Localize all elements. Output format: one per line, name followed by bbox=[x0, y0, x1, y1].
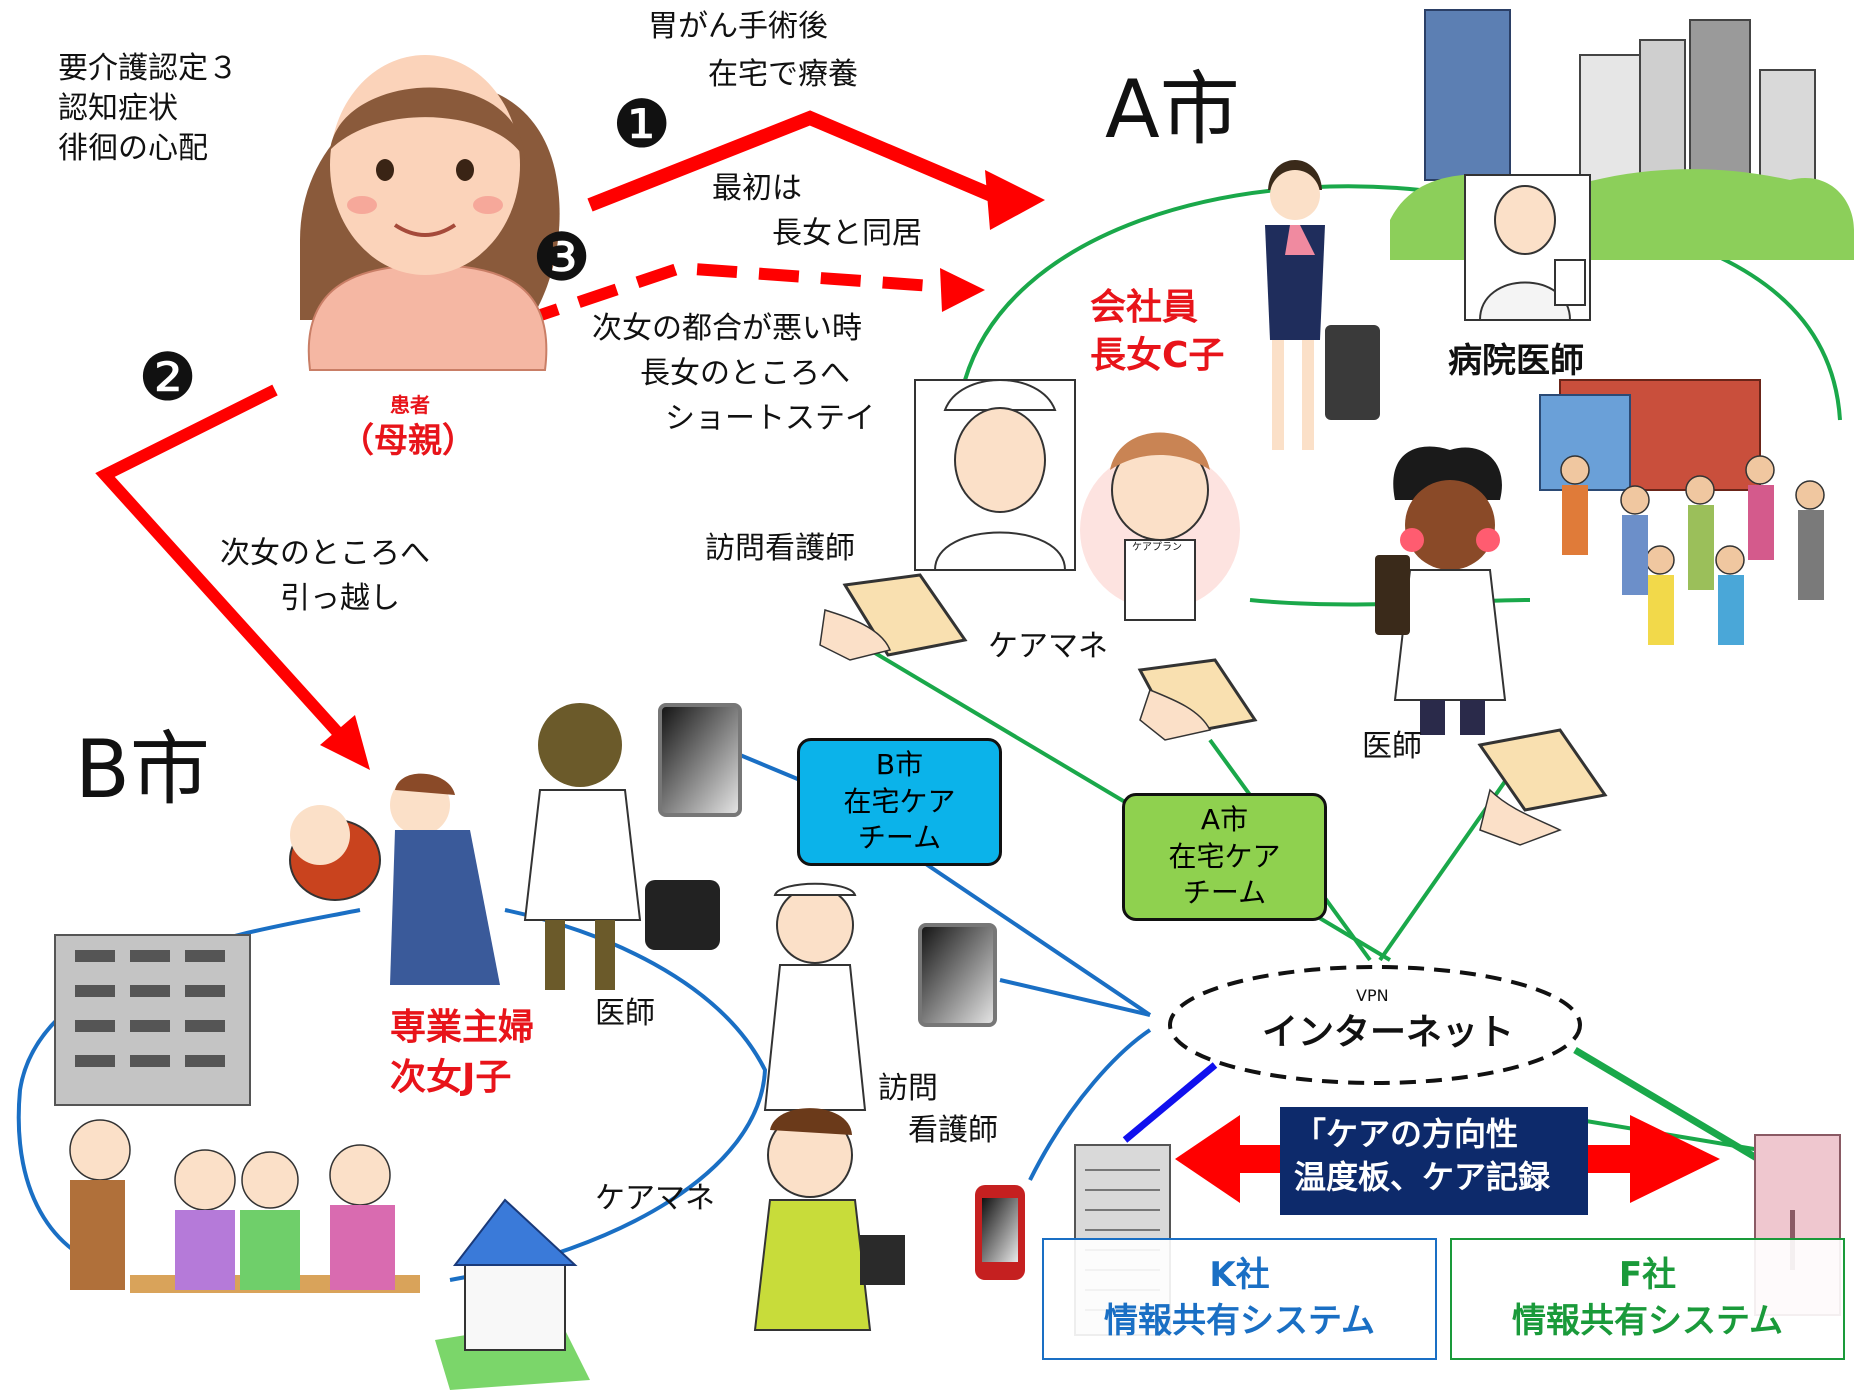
route-3-line-3: ショートステイ bbox=[665, 401, 875, 436]
a-team-line-2: 在宅ケア bbox=[1168, 839, 1281, 873]
b-city-care-manager-illustration bbox=[753, 1108, 905, 1331]
b-city-smartphone-illustration bbox=[975, 1185, 1025, 1280]
patient-label-small: 患者 bbox=[390, 393, 430, 417]
b-city-doctor-illustration bbox=[523, 703, 742, 990]
a-city-tablet-2-illustration bbox=[1137, 658, 1258, 741]
hospital-doctor-illustration bbox=[1464, 174, 1591, 321]
route-1-below-line-2: 長女と同居 bbox=[712, 216, 922, 251]
k-company-system-box: K社 情報共有システム bbox=[1042, 1238, 1437, 1360]
route-1-badge: ❶ bbox=[612, 86, 672, 163]
b-team-line-3: チーム bbox=[857, 821, 942, 855]
a-city-tablet-1-illustration bbox=[819, 573, 968, 661]
b-city-visiting-nurse-line-2: 看護師 bbox=[878, 1113, 998, 1148]
f-company-system-box: F社 情報共有システム bbox=[1450, 1238, 1845, 1360]
b-city-title: B市 bbox=[75, 723, 210, 816]
route-1-top-line-2: 在宅で療養 bbox=[648, 57, 858, 92]
b-city-visiting-nurse-illustration bbox=[763, 882, 997, 1111]
shared-information-box: 「ケアの方向性 温度板、ケア記録 bbox=[1280, 1107, 1588, 1215]
a-team-line-1: A市 bbox=[1200, 803, 1249, 837]
b-city-house-illustration bbox=[435, 1198, 590, 1390]
route-1-below-line-1: 最初は bbox=[712, 171, 802, 206]
a-city-skyline-illustration bbox=[1390, 9, 1854, 260]
patient-status-line-2: 認知症状 bbox=[58, 91, 178, 126]
route-3-badge: ❸ bbox=[532, 219, 592, 296]
a-city-title: A市 bbox=[1105, 63, 1240, 156]
patient-mother-illustration bbox=[300, 55, 560, 371]
a-city-eldest-daughter-illustration bbox=[1265, 160, 1380, 450]
route-2-line-1: 次女のところへ bbox=[220, 536, 430, 571]
a-city-care-manager-label: ケアマネ bbox=[988, 629, 1108, 664]
route-1-top-line-1: 胃がん手術後 bbox=[648, 9, 828, 44]
a-city-home-care-team-box: A市 在宅ケア チーム bbox=[1122, 793, 1327, 921]
b-city-home-care-team-box: B市 在宅ケア チーム bbox=[797, 738, 1002, 866]
route-3-line-1: 次女の都合が悪い時 bbox=[592, 311, 862, 346]
a-city-visiting-nurse-label: 訪問看護師 bbox=[705, 531, 855, 566]
a-city-doctor-label: 医師 bbox=[1362, 729, 1422, 764]
a-city-doctor-illustration bbox=[1375, 446, 1507, 735]
hospital-building-crowd-illustration bbox=[1539, 379, 1825, 645]
k-system-line-1: K社 bbox=[1209, 1255, 1270, 1296]
route-2-line-2: 引っ越し bbox=[220, 581, 400, 616]
b-city-visiting-nurse-line-1: 訪問 bbox=[878, 1071, 938, 1106]
route-3-line-2: 長女のところへ bbox=[640, 356, 850, 391]
a-team-line-3: チーム bbox=[1182, 876, 1267, 910]
a-city-tablet-3-illustration bbox=[1477, 728, 1608, 846]
hospital-doctor-label: 病院医師 bbox=[1448, 341, 1584, 381]
a-city-daughter-line-2: 長女C子 bbox=[1090, 335, 1225, 376]
a-city-daughter-line-1: 会社員 bbox=[1090, 287, 1199, 328]
b-city-daughter-line-2: 次女J子 bbox=[390, 1057, 512, 1098]
b-team-line-2: 在宅ケア bbox=[843, 784, 956, 818]
vpn-internet-cloud bbox=[1168, 965, 1582, 1085]
care-plan-sheet-label: ケアプラン bbox=[1132, 542, 1182, 553]
patient-label-main: （母親） bbox=[340, 421, 476, 461]
a-city-care-manager-illustration bbox=[1080, 432, 1240, 621]
shared-info-line-1: 「ケアの方向性 bbox=[1294, 1115, 1519, 1153]
internet-label: インターネット bbox=[1262, 1012, 1515, 1053]
k-system-link bbox=[1122, 1062, 1218, 1143]
f-system-link bbox=[1573, 1046, 1762, 1164]
b-city-daughter-line-1: 専業主婦 bbox=[390, 1007, 535, 1048]
b-city-elderly-group-illustration bbox=[69, 1119, 420, 1293]
route-2-arrow bbox=[95, 384, 370, 770]
route-2-badge: ❷ bbox=[138, 339, 198, 416]
b-city-doctor-label: 医師 bbox=[595, 996, 655, 1031]
route-1-arrow bbox=[587, 110, 1045, 230]
patient-status-line-1: 要介護認定３ bbox=[58, 51, 238, 86]
f-system-line-2: 情報共有システム bbox=[1512, 1301, 1783, 1341]
patient-status-line-3: 徘徊の心配 bbox=[58, 131, 208, 166]
b-city-network-lines bbox=[16, 753, 1152, 1282]
route-3-arrow bbox=[518, 261, 985, 328]
k-system-line-2: 情報共有システム bbox=[1104, 1301, 1375, 1341]
shared-info-line-2: 温度板、ケア記録 bbox=[1294, 1158, 1551, 1197]
a-city-visiting-nurse-illustration bbox=[914, 379, 1076, 571]
b-city-apartment-illustration bbox=[54, 934, 251, 1106]
vpn-label: VPN bbox=[1356, 986, 1389, 1005]
b-team-line-1: B市 bbox=[875, 748, 924, 782]
f-system-line-1: F社 bbox=[1618, 1255, 1677, 1296]
b-city-care-manager-label: ケアマネ bbox=[595, 1181, 715, 1216]
b-city-second-daughter-illustration bbox=[289, 773, 500, 985]
